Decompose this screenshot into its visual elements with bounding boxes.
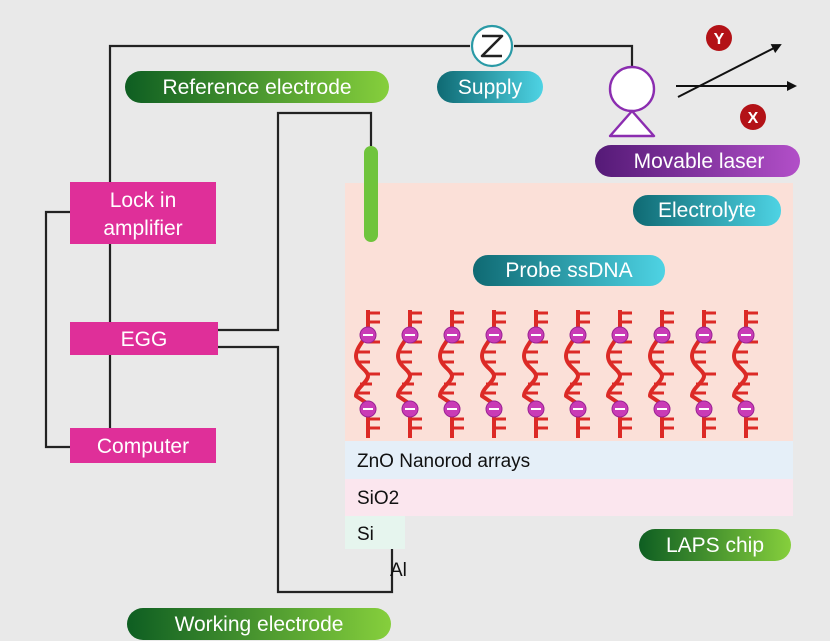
ssdna-strand (564, 310, 590, 438)
al-label: Al (390, 560, 407, 581)
sio2-layer (345, 479, 793, 516)
axes-icon (676, 44, 797, 98)
reference-electrode-pill (125, 71, 389, 103)
laser-icon (608, 65, 656, 138)
reference-electrode-label: Reference electrode (162, 76, 351, 99)
ssdna-strand (480, 310, 506, 438)
si-label: Si (357, 524, 374, 545)
movable-laser-pill (595, 145, 800, 177)
si-layer (345, 516, 405, 549)
electrolyte-pill (633, 195, 781, 226)
ssdna-strand (732, 310, 758, 438)
sio2-label: SiO2 (357, 488, 399, 509)
ssdna-strand (438, 310, 464, 438)
laps-chip-pill (639, 529, 791, 561)
working-electrode-label: Working electrode (175, 613, 344, 636)
probe-ssdna-label: Probe ssDNA (505, 259, 632, 282)
ssdna-strand (648, 310, 674, 438)
laps-chip-label: LAPS chip (666, 534, 764, 557)
egg-box (70, 322, 218, 355)
ssdna-strand (354, 310, 380, 438)
egg-label: EGG (121, 328, 168, 351)
electrolyte-label: Electrolyte (658, 199, 756, 222)
axis-y-badge (706, 25, 732, 51)
lock-in-label-line2: amplifier (103, 217, 182, 240)
supply-label: Supply (458, 76, 523, 99)
ssdna-strand (606, 310, 632, 438)
ssdna-strand (522, 310, 548, 438)
axis-x-label: X (748, 110, 759, 127)
movable-laser-label: Movable laser (634, 150, 765, 173)
probe-ssdna-pill (473, 255, 665, 286)
axis-x-badge (740, 104, 766, 130)
zno-layer (345, 441, 793, 479)
ssdna-strand (396, 310, 422, 438)
computer-box (70, 428, 216, 463)
lock-in-label-line1: Lock in (110, 189, 177, 212)
axis-y-label: Y (714, 31, 725, 48)
zno-label: ZnO Nanorod arrays (357, 451, 530, 472)
reference-electrode-rod (364, 146, 378, 242)
supply-wave (480, 34, 504, 58)
supply-pill (437, 71, 543, 103)
wires (44, 44, 634, 594)
probe-ssdna-strands (354, 310, 758, 438)
lock-in-amplifier-box (70, 182, 216, 244)
ssdna-strand (690, 310, 716, 438)
computer-label: Computer (97, 435, 189, 458)
working-electrode-pill (127, 608, 391, 640)
